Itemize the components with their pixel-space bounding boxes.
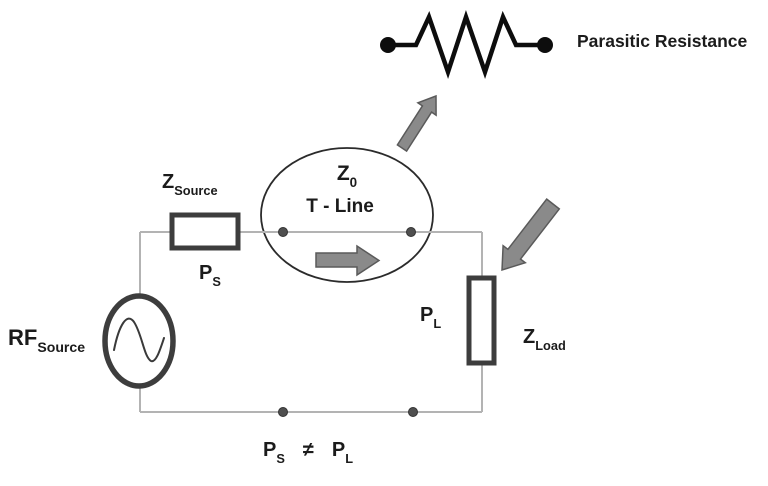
z-source-label: ZSource	[162, 172, 218, 196]
p-load-label: PL	[420, 305, 441, 329]
resistor-zigzag	[394, 9, 538, 80]
junction-dot	[278, 227, 288, 237]
arrow-right-icon	[315, 244, 381, 277]
resistor-terminal-dot	[537, 37, 553, 53]
equation-rhs-main: P	[331, 439, 346, 461]
z0-main: Z	[336, 162, 350, 185]
resistor-icon	[380, 9, 553, 80]
power-mismatch-equation: PS ≠ PL	[263, 439, 353, 464]
junction-dot	[406, 227, 416, 237]
sine-source-icon	[102, 293, 176, 389]
z-load-box	[466, 275, 497, 366]
rf-source-main: RF	[8, 325, 38, 350]
p-source-label: PS	[199, 263, 221, 287]
p-load-sub: L	[433, 315, 442, 331]
resistor-terminal-dot	[380, 37, 396, 53]
t-line-label: T - Line	[306, 196, 374, 217]
junction-dot	[278, 407, 288, 417]
z-load-sub: Load	[535, 337, 566, 353]
sine-wave-icon	[113, 317, 165, 363]
z0-label: Z0	[336, 162, 358, 190]
t-line-ellipse	[260, 147, 434, 283]
p-source-sub: S	[212, 273, 221, 289]
junction-dot	[408, 407, 418, 417]
arrow-up-right-icon	[396, 94, 437, 153]
z-load-main: Z	[523, 326, 536, 348]
z-source-main: Z	[162, 171, 175, 193]
equation-lhs-main: P	[263, 439, 277, 461]
equation-rhs-sub: L	[345, 450, 354, 466]
z0-sub: 0	[349, 174, 358, 190]
not-equal-operator: ≠	[302, 439, 314, 461]
arrow-down-left-icon	[501, 198, 561, 272]
equation-lhs-sub: S	[276, 450, 285, 466]
rf-source-sub: Source	[37, 339, 86, 356]
z-load-label: ZLoad	[523, 327, 566, 351]
z-source-sub: Source	[174, 182, 218, 198]
rf-source-label: RFSource	[8, 325, 86, 356]
equation-rhs: PL	[332, 440, 353, 464]
p-source-main: P	[199, 262, 213, 284]
parasitic-resistance-label: Parasitic Resistance	[577, 31, 748, 51]
p-load-main: P	[420, 304, 434, 326]
equation-lhs: PS	[263, 440, 285, 464]
z-source-box	[169, 212, 241, 251]
